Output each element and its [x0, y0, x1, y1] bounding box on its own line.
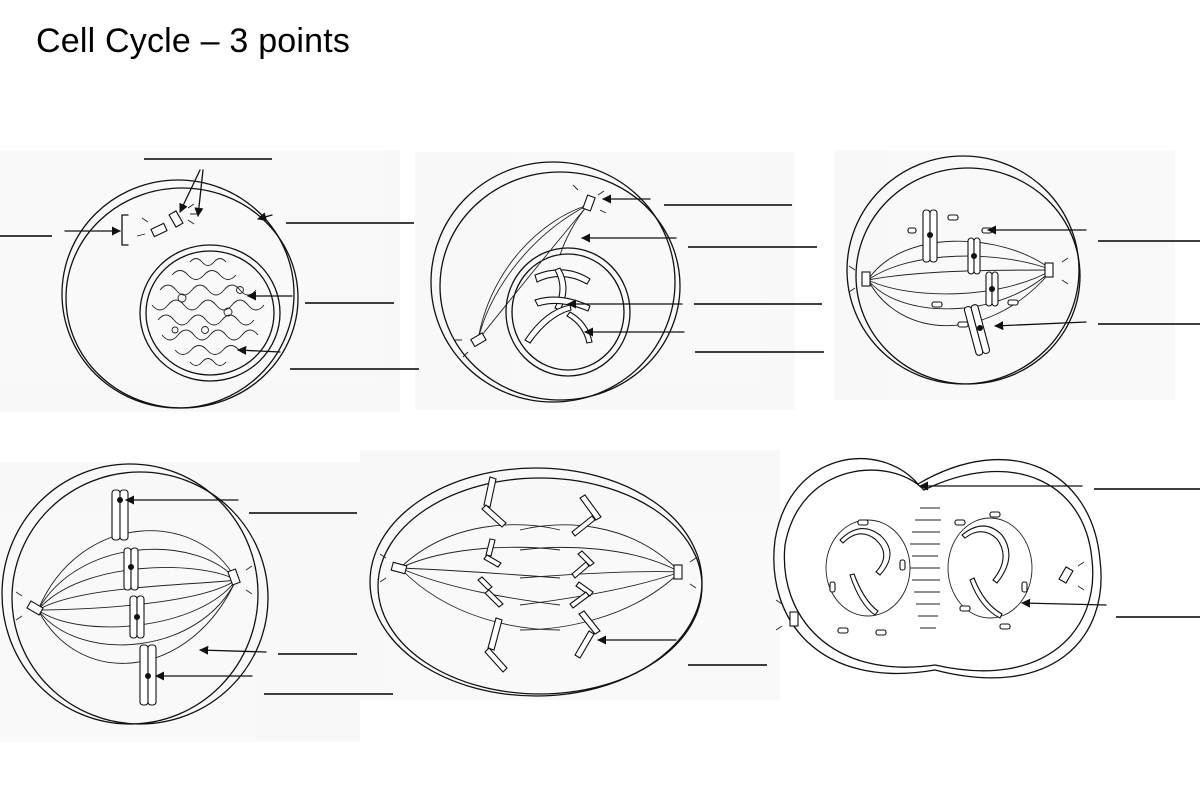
interphase-pointers	[64, 169, 293, 355]
spindle	[399, 524, 681, 631]
prometaphase-cell	[846, 155, 1081, 385]
interphase-blanks[interactable]	[0, 158, 419, 370]
spindle	[867, 240, 1053, 327]
metaphase-pointers	[125, 495, 267, 681]
metaphase-blanks[interactable]	[249, 512, 393, 695]
organelles	[829, 511, 1028, 636]
prophase-blanks[interactable]	[664, 204, 824, 353]
telophase-pointers	[919, 481, 1107, 608]
prophase-cell	[430, 161, 681, 403]
prometaphase-pointers	[987, 225, 1087, 331]
prophase-pointers	[567, 194, 685, 337]
telophase-cell	[773, 458, 1102, 679]
interphase-cell	[61, 179, 299, 409]
scan-shading	[0, 150, 1175, 742]
cleavage-furrow	[910, 507, 941, 629]
daughter-nuclei	[825, 517, 1033, 619]
chromosomes	[477, 476, 602, 673]
chromatin	[151, 258, 265, 366]
chromosomes	[907, 209, 1019, 356]
anaphase-cell	[369, 467, 703, 697]
telophase-blanks[interactable]	[1094, 488, 1200, 618]
centrioles	[136, 203, 198, 238]
prometaphase-blanks[interactable]	[1098, 240, 1200, 325]
page-title: Cell Cycle – 3 points	[36, 22, 351, 60]
